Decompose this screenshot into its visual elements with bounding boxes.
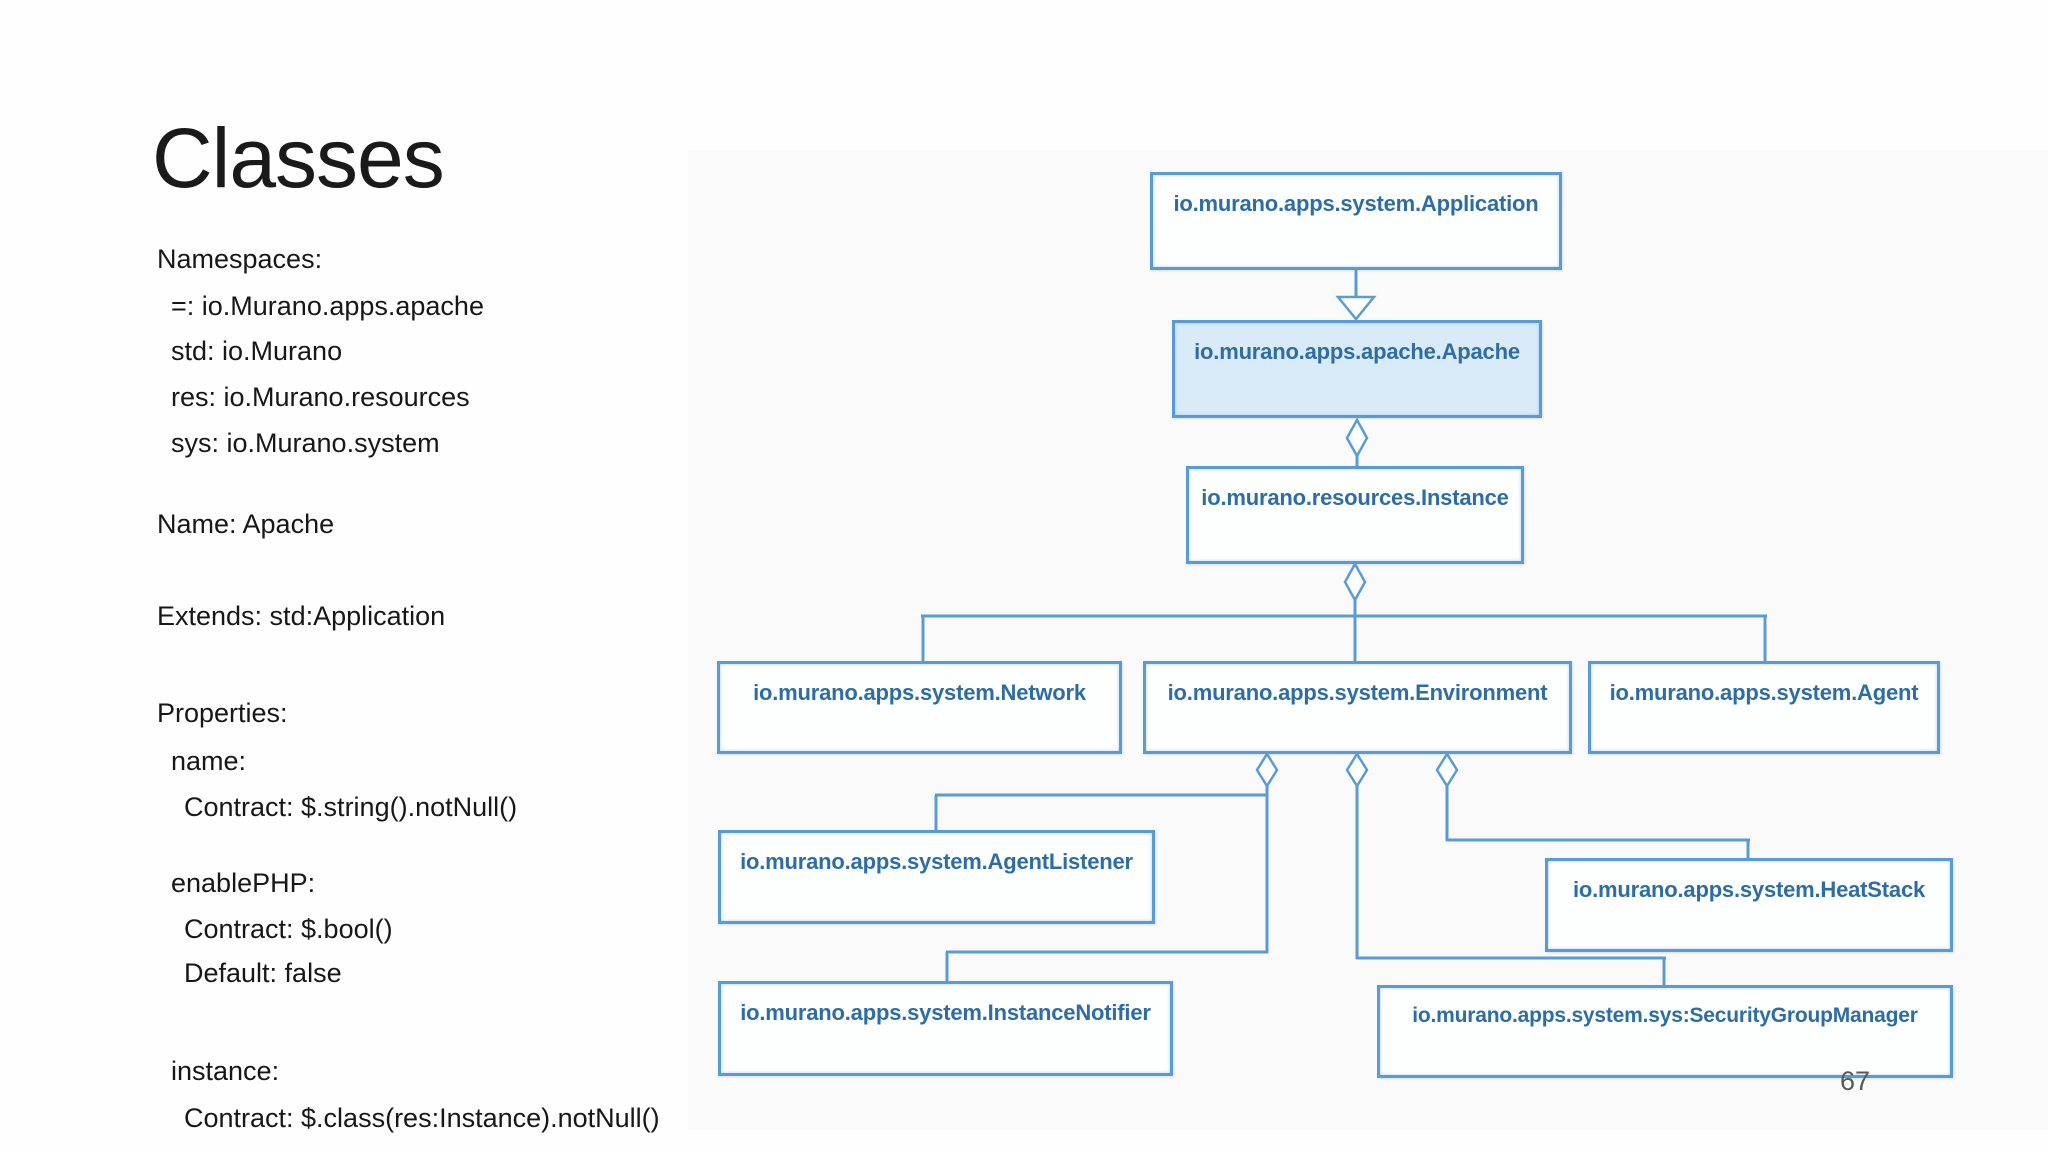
class-box-instance: io.murano.resources.Instance bbox=[1186, 466, 1524, 564]
line-prop-name-contract: Contract: $.string().notNull() bbox=[184, 792, 518, 822]
line-namespaces: Namespaces: bbox=[157, 244, 323, 274]
line-ns-std: std: io.Murano bbox=[171, 336, 343, 366]
line-prop-instance: instance: bbox=[171, 1056, 280, 1086]
line-ns-sys: sys: io.Murano.system bbox=[171, 428, 440, 458]
line-ns-res: res: io.Murano.resources bbox=[171, 382, 470, 412]
aggregation-diamond-icon-instance bbox=[1343, 561, 1367, 603]
line-prop-enablephp: enablePHP: bbox=[171, 868, 316, 898]
line-ns-default: =: io.Murano.apps.apache bbox=[171, 291, 484, 321]
line-prop-name: name: bbox=[171, 746, 247, 776]
aggregation-diamond-icon-env-middle bbox=[1345, 751, 1369, 789]
class-box-security-group-manager: io.murano.apps.system.sys:SecurityGroupM… bbox=[1377, 985, 1953, 1078]
class-box-apache: io.murano.apps.apache.Apache bbox=[1172, 320, 1542, 418]
class-box-agent: io.murano.apps.system.Agent bbox=[1588, 661, 1940, 754]
aggregation-diamond-icon-env-right bbox=[1435, 751, 1459, 789]
aggregation-diamond-icon-apache bbox=[1345, 417, 1369, 459]
class-box-application: io.murano.apps.system.Application bbox=[1150, 172, 1562, 270]
class-box-heatstack: io.murano.apps.system.HeatStack bbox=[1545, 858, 1953, 952]
page-number: 67 bbox=[1840, 1066, 1871, 1096]
line-prop-enablephp-default: Default: false bbox=[184, 958, 342, 988]
line-prop-instance-contract: Contract: $.class(res:Instance).notNull(… bbox=[184, 1103, 660, 1133]
slide-title: Classes bbox=[152, 111, 445, 205]
class-box-environment: io.murano.apps.system.Environment bbox=[1143, 661, 1572, 754]
class-box-network: io.murano.apps.system.Network bbox=[717, 661, 1122, 754]
aggregation-diamond-icon-env-left bbox=[1255, 751, 1279, 789]
line-name: Name: Apache bbox=[157, 509, 335, 539]
line-prop-enablephp-contract: Contract: $.bool() bbox=[184, 914, 393, 944]
class-box-instance-notifier: io.murano.apps.system.InstanceNotifier bbox=[718, 981, 1173, 1076]
line-properties: Properties: bbox=[157, 698, 288, 728]
line-extends: Extends: std:Application bbox=[157, 601, 446, 631]
class-box-agent-listener: io.murano.apps.system.AgentListener bbox=[718, 830, 1155, 924]
inheritance-triangle-icon bbox=[1335, 295, 1377, 321]
